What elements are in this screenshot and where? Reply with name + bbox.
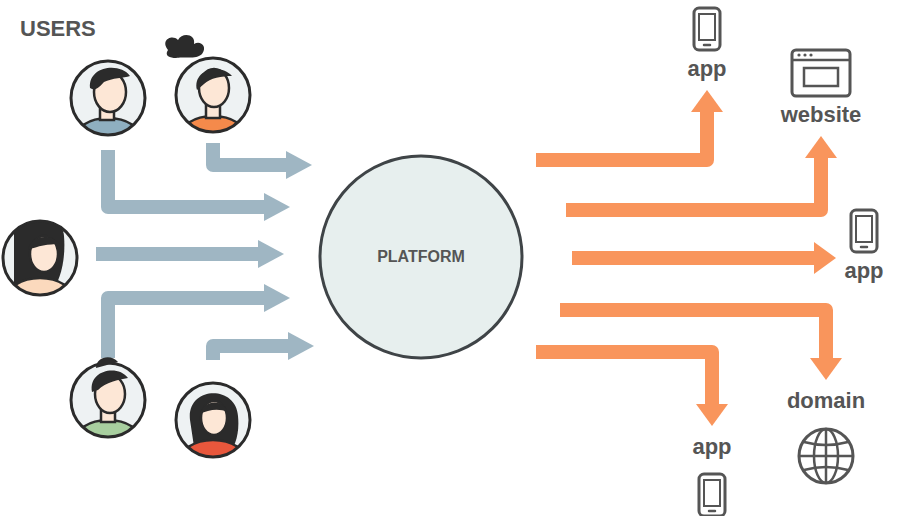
- app-node: app: [683, 4, 731, 84]
- flow-arrow: [566, 136, 837, 210]
- website-node: website: [777, 46, 866, 130]
- phone-icon: [692, 6, 722, 52]
- arrow-shaft: [566, 158, 821, 210]
- phone-icon: [697, 472, 727, 516]
- icon-holder: [790, 48, 852, 98]
- icon-holder: [692, 6, 722, 52]
- flow-arrow: [572, 242, 836, 274]
- app-node: app: [688, 432, 736, 516]
- icon-holder: [796, 426, 856, 486]
- arrow-shaft: [572, 251, 814, 265]
- user-avatar: [165, 35, 250, 160]
- phone-icon: [849, 208, 879, 254]
- user-avatar: [71, 61, 145, 162]
- arrow-shaft: [536, 112, 707, 160]
- icon-label: app: [692, 434, 731, 459]
- user-avatar: [176, 383, 250, 484]
- globe-icon: [796, 426, 856, 486]
- icon-label: app: [687, 56, 726, 81]
- icon-holder: [697, 472, 727, 516]
- icon-label: domain: [787, 388, 865, 413]
- platform-circle: PLATFORM: [318, 154, 524, 360]
- user-arrows: [96, 143, 292, 360]
- browser-icon: [790, 48, 852, 98]
- app-node: app: [840, 206, 888, 286]
- user-arrowheads: [258, 151, 314, 360]
- user-avatar: [3, 216, 77, 322]
- group-label: USERS: [20, 16, 96, 42]
- arrow-shaft: [536, 352, 712, 404]
- domain-node: domain: [783, 386, 870, 488]
- flow-arrow: [536, 90, 723, 160]
- arrowhead: [696, 404, 728, 426]
- flow-arrow: [536, 352, 728, 426]
- arrowhead: [810, 358, 842, 380]
- user-avatar: [71, 357, 145, 464]
- arrowhead: [691, 90, 723, 112]
- arrowhead: [805, 136, 837, 158]
- node-title: PLATFORM: [377, 248, 465, 266]
- icon-label: website: [781, 102, 862, 127]
- arrowhead: [814, 242, 836, 274]
- icon-holder: [849, 208, 879, 254]
- icon-label: app: [844, 258, 883, 283]
